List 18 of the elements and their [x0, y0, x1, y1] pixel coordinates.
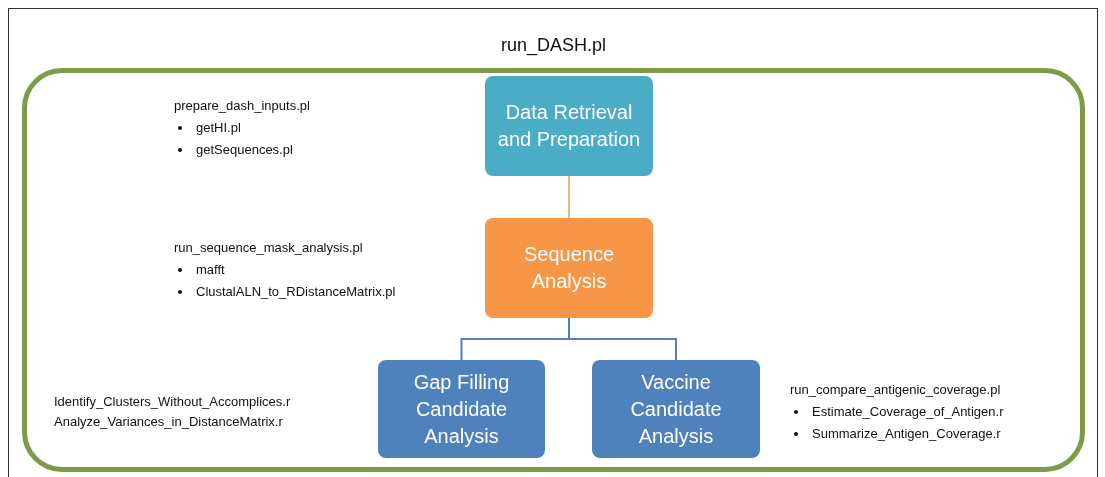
script-name: run_compare_antigenic_coverage.pl — [790, 381, 1001, 399]
script-name: prepare_dash_inputs.pl — [174, 97, 310, 115]
script-name: run_sequence_mask_analysis.pl — [174, 239, 363, 257]
script-name: Summarize_Antigen_Coverage.r — [812, 425, 1001, 443]
script-name: Identify_Clusters_Without_Accomplices.r — [54, 393, 291, 411]
script-name: mafft — [196, 261, 225, 279]
process-box: Gap Filling Candidate Analysis — [378, 360, 545, 458]
connector-line — [568, 175, 570, 219]
connector-line — [568, 317, 677, 361]
script-name: Estimate_Coverage_of_Antigen.r — [812, 403, 1004, 421]
script-name: getHI.pl — [196, 119, 241, 137]
script-name: getSequences.pl — [196, 141, 293, 159]
process-box: Data Retrieval and Preparation — [485, 76, 653, 176]
script-name: Analyze_Variances_in_DistanceMatrix.r — [54, 413, 283, 431]
script-name: ClustalALN_to_RDistanceMatrix.pl — [196, 283, 396, 301]
process-box: Sequence Analysis — [485, 218, 653, 318]
process-box: Vaccine Candidate Analysis — [592, 360, 760, 458]
node-label: run_DASH.pl — [501, 34, 606, 58]
